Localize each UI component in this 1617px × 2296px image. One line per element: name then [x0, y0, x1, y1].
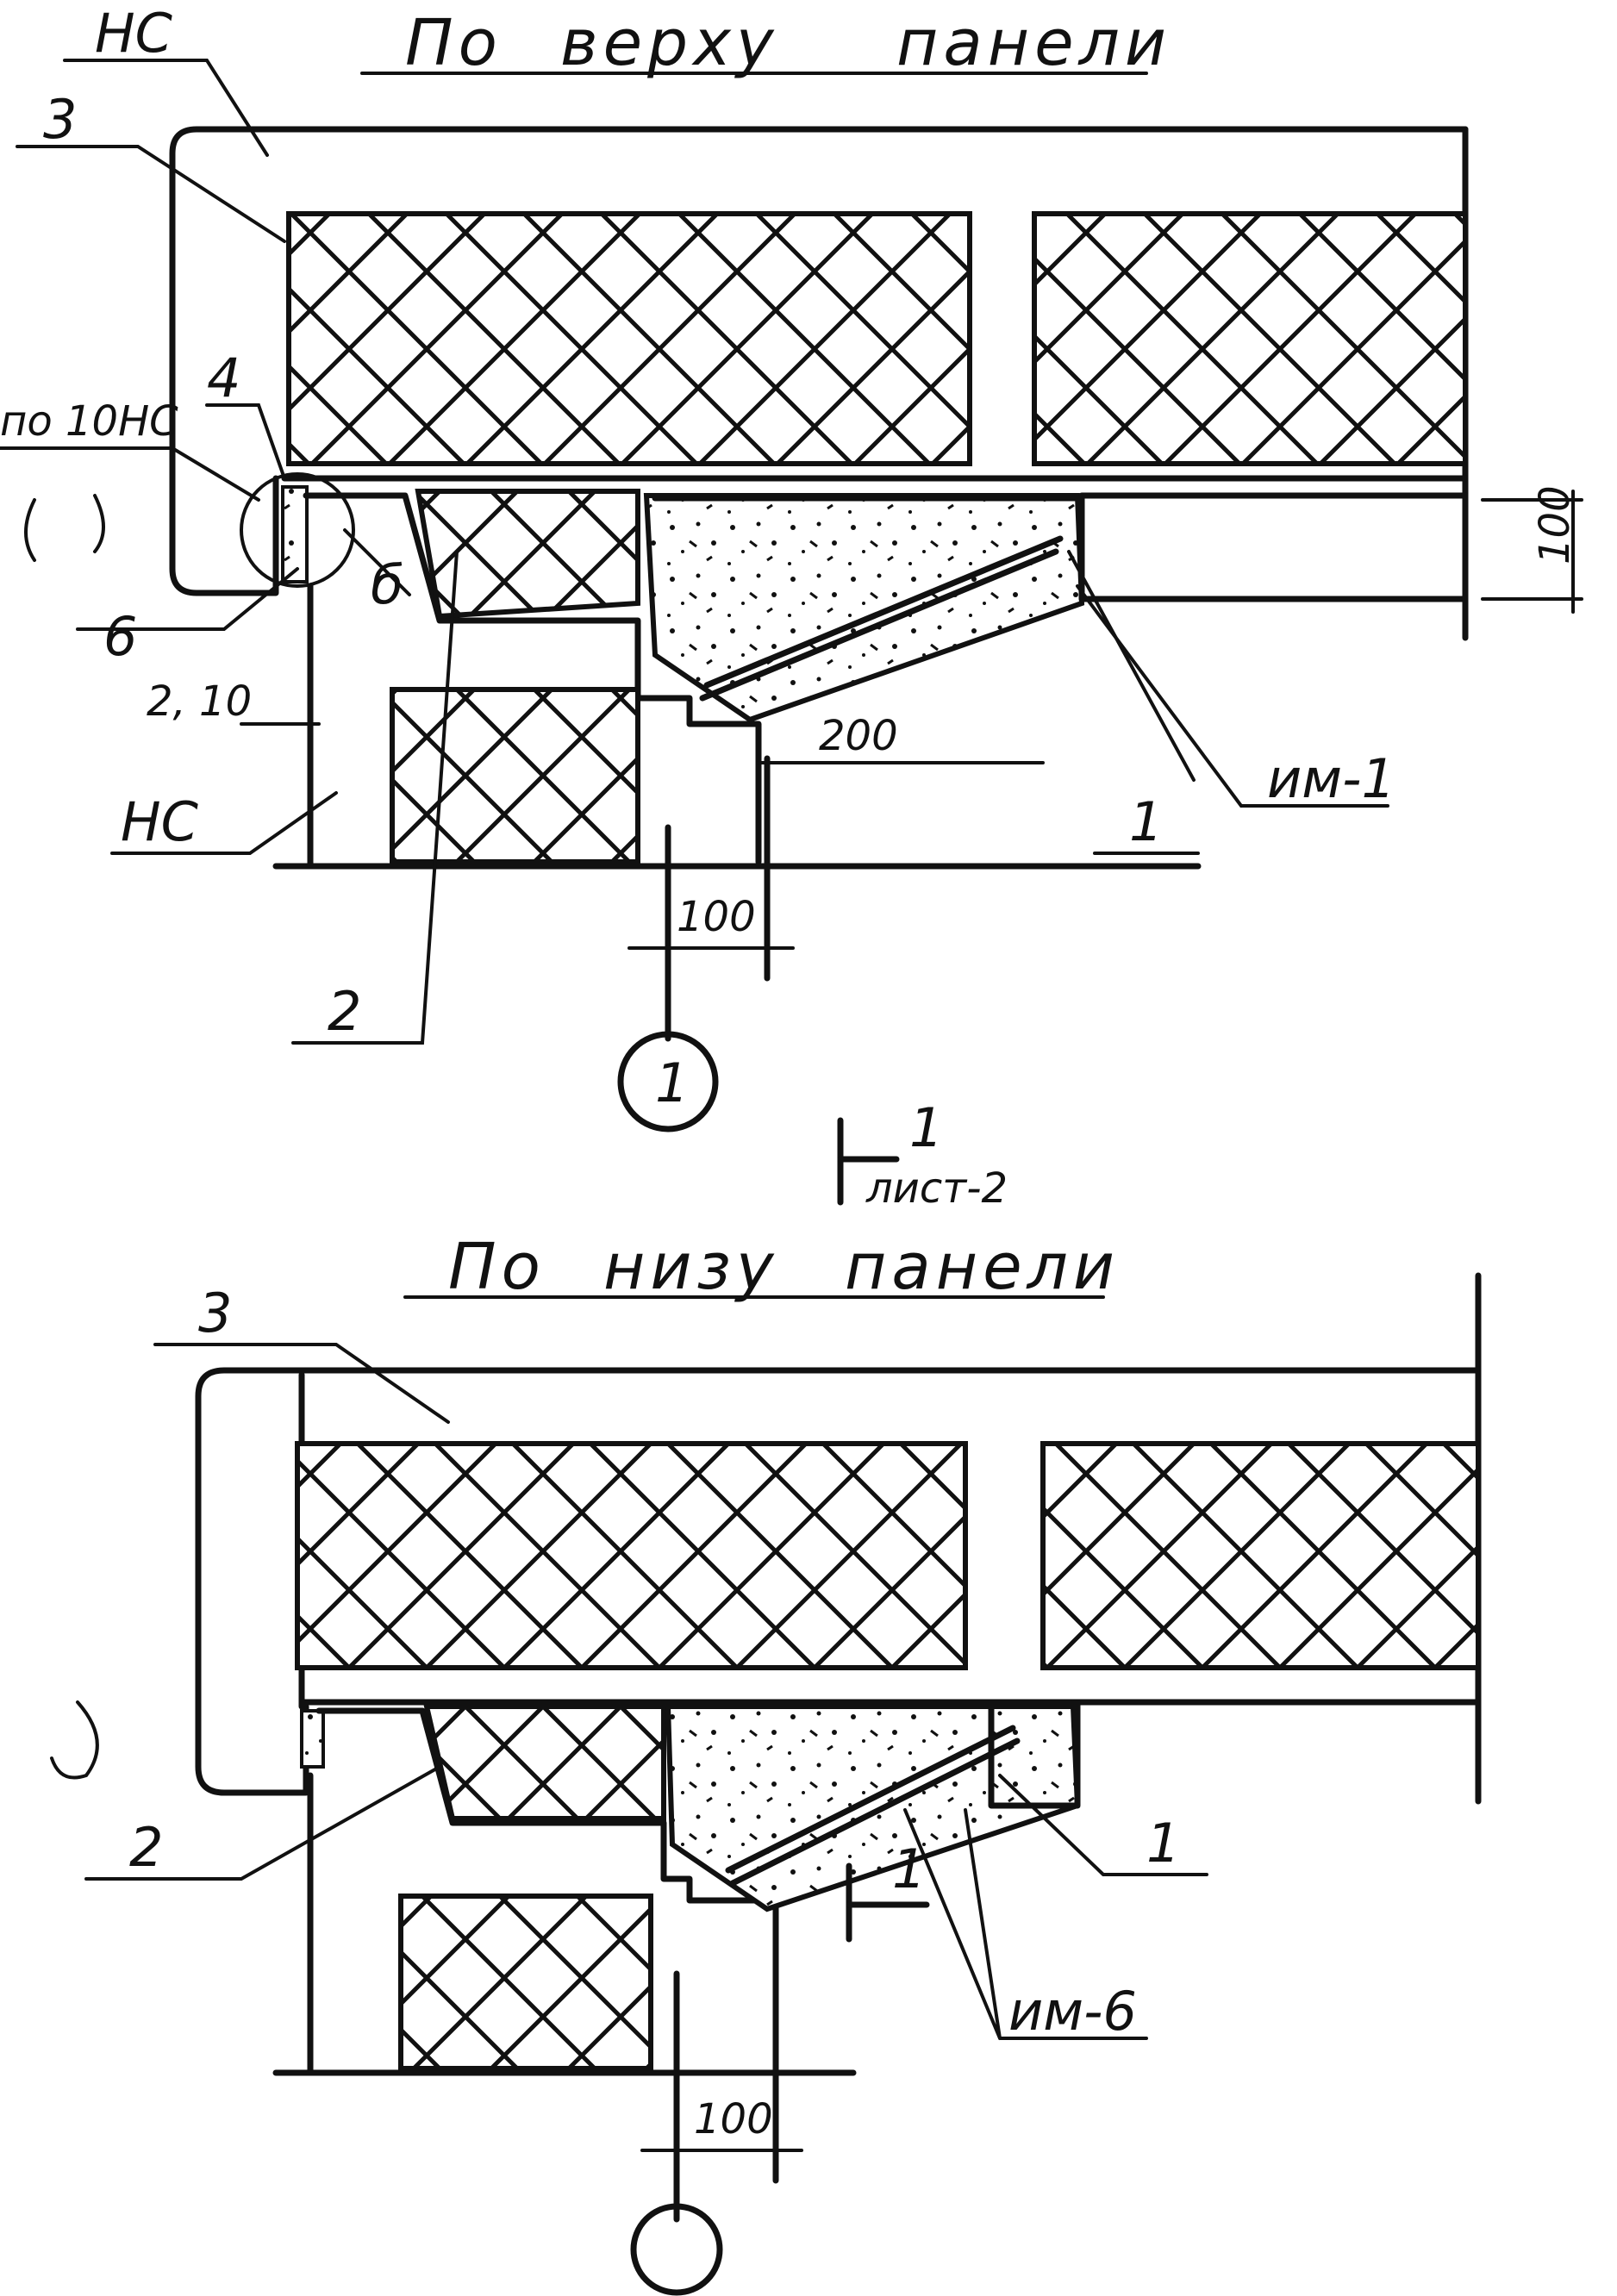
bottom-bar-1	[729, 1738, 1021, 1887]
top-bar-1	[699, 548, 1059, 702]
top-window-sill	[1078, 492, 1469, 602]
top-leader-6	[76, 567, 299, 631]
bottom-insulation-block-left	[295, 1441, 968, 1670]
top-axis-mark: 1	[655, 1051, 689, 1114]
top-axis-bubble	[617, 1031, 719, 1132]
top-node-reference-circle	[24, 494, 105, 562]
top-label-1: 1	[1129, 790, 1163, 853]
top-joint-node-circle	[240, 472, 355, 588]
top-leader-4	[205, 403, 286, 480]
top-sealant-strip	[281, 485, 309, 583]
top-dim-2-10: 2, 10	[147, 677, 252, 726]
bottom-leader-im6	[903, 1808, 1148, 2040]
bottom-insulation-block-right	[1040, 1441, 1481, 1670]
bottom-bar-2	[725, 1725, 1016, 1874]
top-insulation-block-left	[286, 211, 972, 466]
top-dim-200: 200	[819, 712, 898, 760]
bottom-label-im6: им-6	[1008, 1980, 1137, 2043]
top-title-word-2: верху	[560, 6, 779, 80]
top-leader-callout	[0, 446, 260, 502]
bottom-node-reference-arc	[50, 1700, 99, 1780]
top-leader-im1-label	[1076, 584, 1389, 808]
top-insulation-lower	[390, 687, 640, 864]
bottom-dim-100: 100	[694, 2095, 773, 2143]
top-label-6: 6	[103, 605, 137, 668]
bottom-title-word-3: панели	[845, 1230, 1120, 1304]
bottom-wall-profile	[315, 1707, 779, 2072]
bottom-axis-bubble	[630, 2203, 723, 2296]
top-panel-outline	[169, 126, 1469, 596]
top-label-4: 4	[207, 346, 240, 409]
bottom-leader-2	[84, 1765, 441, 1881]
top-insulation-block-right	[1032, 211, 1468, 466]
top-leader-2	[291, 550, 459, 1045]
top-bar-2	[703, 535, 1064, 689]
top-label-im1: им-1	[1267, 747, 1395, 810]
bottom-title-word-1: По	[448, 1230, 546, 1304]
bottom-title-word-2: низу	[603, 1230, 779, 1304]
bottom-section: По низу панели 100 3 2 1	[50, 1230, 1482, 2296]
bottom-insulation-lower	[398, 1894, 653, 2071]
top-section: По верху панели 1 100	[0, 2, 1583, 1132]
top-dim-100-right: 100	[1531, 485, 1579, 565]
bottom-label-1: 1	[1146, 1812, 1180, 1875]
bottom-panel-outline	[195, 1367, 1482, 1796]
top-dim-100-bottom: 100	[677, 893, 756, 941]
bottom-leader-1	[998, 1774, 1208, 1876]
top-label-b: б	[371, 553, 403, 616]
top-label-3: 3	[43, 88, 77, 151]
top-title-word-1: По	[405, 6, 503, 80]
top-leader-nc-bottom	[110, 791, 338, 855]
top-label-2: 2	[328, 980, 361, 1043]
bottom-insulation-wedge	[423, 1704, 666, 1821]
top-label-callout: по 10НС	[0, 397, 178, 446]
section-marker: 1 лист-2	[837, 1096, 1008, 1213]
top-insulation-wedge	[415, 489, 640, 620]
top-leader-im1	[1067, 550, 1196, 782]
bottom-leader-3	[153, 1343, 450, 1424]
bottom-sealant-strip	[300, 1709, 325, 1769]
bottom-label-2: 2	[129, 1816, 163, 1879]
top-leader-3	[16, 145, 286, 243]
top-leader-b	[343, 528, 411, 596]
section-marker-sheet: лист-2	[865, 1164, 1008, 1213]
section-marker-number: 1	[909, 1096, 943, 1159]
top-label-nc: НС	[95, 2, 173, 65]
top-label-nc-bottom: НС	[121, 790, 199, 853]
top-title-word-3: панели	[896, 6, 1171, 80]
bottom-concrete-lintel	[665, 1704, 1081, 1912]
bottom-label-3: 3	[198, 1282, 232, 1345]
top-leader-nc	[63, 59, 269, 157]
